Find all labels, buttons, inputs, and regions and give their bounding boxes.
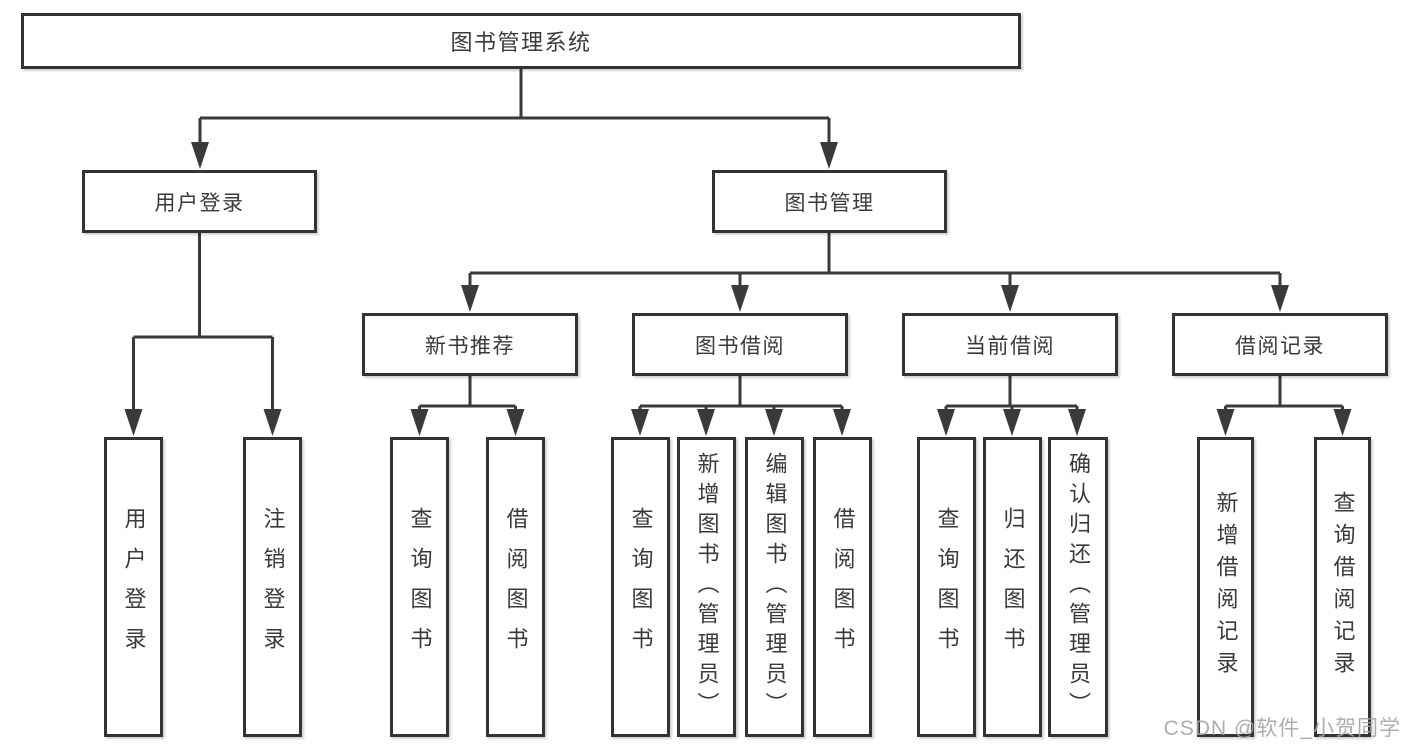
leaf-records-query-record: 查询借阅记录 <box>1314 437 1371 737</box>
leaf-user-login: 用户登录 <box>104 437 163 737</box>
leaf-current-confirm-return-admin: 确认归还（管理员） <box>1048 437 1108 737</box>
leaf-records-add-record: 新增借阅记录 <box>1197 437 1254 737</box>
node-label: 图书管理 <box>784 191 875 215</box>
node-label: 确认归还（管理员） <box>1066 452 1091 722</box>
connector-book-borrow <box>638 376 844 411</box>
node-label: 新书推荐 <box>425 334 515 358</box>
node-borrow-records: 借阅记录 <box>1172 313 1388 376</box>
leaf-current-query-books: 查询图书 <box>917 437 976 737</box>
node-label: 注销登录 <box>260 507 286 667</box>
node-label: 新增图书（管理员） <box>694 452 720 722</box>
node-user-login: 用户登录 <box>82 170 317 233</box>
node-label: 用户登录 <box>154 191 245 215</box>
node-label: 查询借阅记录 <box>1330 491 1356 683</box>
node-root: 图书管理系统 <box>21 13 1021 69</box>
connector-new-book-recommend <box>418 376 517 411</box>
leaf-borrow-add-books-admin: 新增图书（管理员） <box>677 437 736 737</box>
node-label: 借阅记录 <box>1235 334 1325 358</box>
node-book-borrow: 图书借阅 <box>632 313 848 376</box>
leaf-borrow-query-books: 查询图书 <box>611 437 670 737</box>
node-label: 归还图书 <box>1000 507 1026 667</box>
arrowheads <box>124 142 1352 436</box>
node-new-book-recommend: 新书推荐 <box>362 313 578 376</box>
node-label: 新增借阅记录 <box>1213 491 1239 683</box>
node-label: 编辑图书（管理员） <box>762 452 788 722</box>
node-label: 图书管理系统 <box>450 30 592 55</box>
node-label: 用户登录 <box>121 507 147 667</box>
node-label: 借阅图书 <box>503 507 529 667</box>
leaf-logout: 注销登录 <box>243 437 302 737</box>
leaf-borrow-borrow-books: 借阅图书 <box>813 437 872 737</box>
watermark-text: CSDN @软件_小贺同学 <box>1163 717 1401 740</box>
leaf-recommend-query-books: 查询图书 <box>390 437 449 737</box>
node-label: 查询图书 <box>934 507 960 667</box>
node-label: 图书借阅 <box>695 334 785 358</box>
node-label: 借阅图书 <box>830 507 856 667</box>
node-current-borrow: 当前借阅 <box>902 313 1118 376</box>
leaf-current-return-books: 归还图书 <box>983 437 1042 737</box>
connector-root <box>198 69 831 144</box>
connector-current-borrow <box>944 376 1079 411</box>
connector-borrow-records <box>1224 376 1344 411</box>
leaf-borrow-edit-books-admin: 编辑图书（管理员） <box>745 437 804 737</box>
node-label: 当前借阅 <box>965 334 1055 358</box>
leaf-recommend-borrow-books: 借阅图书 <box>486 437 545 737</box>
connector-user-login <box>132 233 274 411</box>
connector-book-management <box>468 233 1282 287</box>
node-label: 查询图书 <box>628 507 654 667</box>
node-label: 查询图书 <box>407 507 433 667</box>
node-book-management: 图书管理 <box>712 170 947 233</box>
